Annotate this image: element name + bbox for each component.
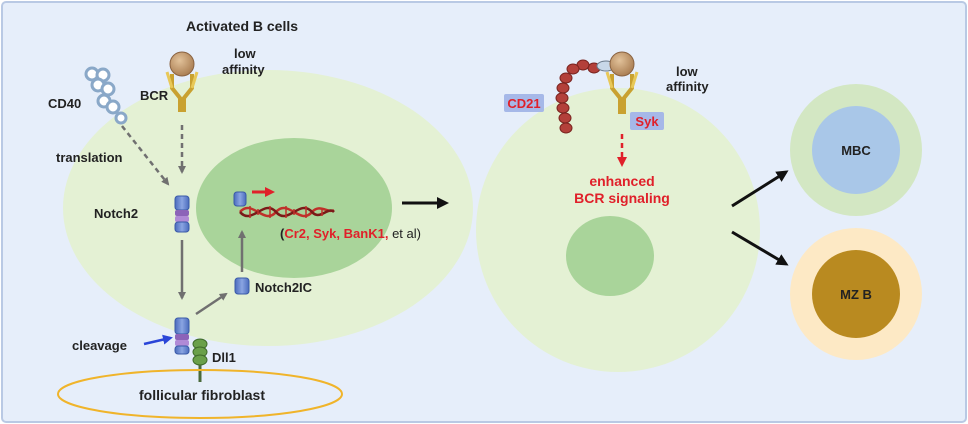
mbc-inner [812, 106, 900, 194]
genes-open-paren: ( [280, 226, 285, 241]
low-affinity-right-1: low [676, 64, 699, 79]
translation-label: translation [56, 150, 123, 165]
syk-badge [630, 112, 664, 130]
dll1-ligand [192, 338, 208, 382]
gene-bank1: BanK1, [344, 226, 389, 241]
enhanced-label-2: BCR signaling [574, 190, 670, 206]
dna-helix [239, 206, 335, 218]
notch2-membrane-complex [174, 317, 190, 355]
dll1-label: Dll1 [212, 350, 236, 365]
follicular-fibroblast-label: follicular fibroblast [139, 387, 265, 403]
low-affinity-label-1: low [234, 46, 257, 61]
cleavage-arrow [143, 334, 173, 346]
to-mzb-arrow [731, 230, 789, 266]
title-activated-b-cells: Activated B cells [186, 18, 298, 34]
notch2ic-on-dna [233, 191, 247, 207]
notch2ic-label: Notch2IC [255, 280, 313, 295]
cd21-badge [504, 94, 544, 112]
translation-dashed-arrow [121, 125, 170, 186]
bcr-receptor-right [605, 51, 639, 114]
low-affinity-label-2: affinity [222, 62, 265, 77]
cleavage-to-notch2ic-arrow [195, 292, 228, 316]
bcr-label: BCR [140, 88, 169, 103]
to-mbc-arrow [731, 170, 789, 208]
notch2-receptor [174, 195, 190, 233]
right-nucleus [566, 216, 654, 296]
mzb-label: MZ B [840, 287, 872, 302]
target-genes-label: (Cr2, Syk, BanK1, et al) [280, 226, 421, 241]
bcr-receptor [165, 51, 199, 112]
cd40-label: CD40 [48, 96, 81, 111]
gene-cr2: Cr2, [284, 226, 309, 241]
left-nucleus [196, 138, 392, 278]
cleavage-label: cleavage [72, 338, 127, 353]
genes-et-al: et al) [392, 226, 421, 241]
mbc-label: MBC [841, 143, 871, 158]
mzb-inner [812, 250, 900, 338]
notch2ic-fragment [234, 277, 250, 295]
syk-label: Syk [635, 114, 659, 129]
cd40-receptor [84, 66, 128, 125]
gene-syk: Syk, [313, 226, 340, 241]
cd21-chain [555, 59, 601, 134]
follicular-fibroblast [57, 369, 343, 419]
cd21-label: CD21 [507, 96, 540, 111]
notch2-label: Notch2 [94, 206, 138, 221]
low-affinity-right-2: affinity [666, 79, 709, 94]
enhanced-label-1: enhanced [589, 173, 654, 189]
